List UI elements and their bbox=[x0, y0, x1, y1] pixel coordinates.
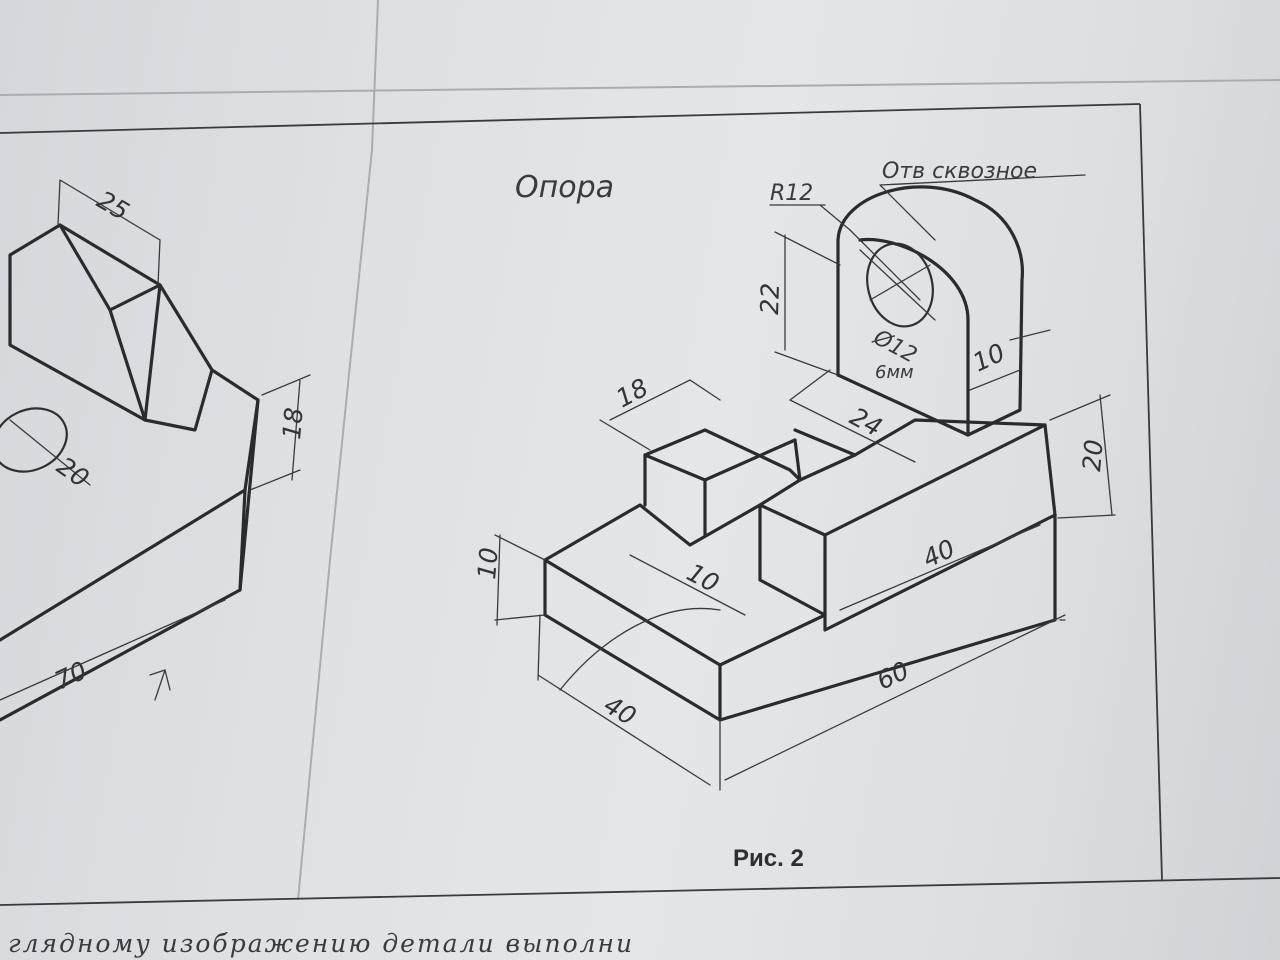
dim-40-bottom: 40 bbox=[599, 690, 641, 731]
slot-cut bbox=[793, 428, 857, 482]
dim-20-lines bbox=[1049, 394, 1116, 519]
left-dim-70-line bbox=[0, 599, 226, 701]
dim-10-slot-line bbox=[629, 554, 746, 616]
dim-r12-leader bbox=[769, 204, 851, 231]
dim-10-lug: 10 bbox=[968, 338, 1009, 378]
left-dim-20-line bbox=[9, 419, 91, 486]
dim-10-slot: 10 bbox=[682, 558, 724, 599]
figure-caption: Рис. 2 bbox=[733, 845, 804, 872]
dim-60-line bbox=[719, 614, 1066, 791]
frame-top-line bbox=[0, 103, 1141, 134]
left-figure: 25 18 20 70 bbox=[0, 179, 311, 722]
dim-22: 22 bbox=[755, 282, 785, 315]
left-base-top bbox=[0, 368, 260, 642]
raised-right-edge bbox=[1043, 423, 1057, 517]
left-base-edge bbox=[238, 488, 247, 592]
lug-hole-centerlines bbox=[849, 229, 936, 321]
pencil-stroke bbox=[559, 607, 721, 691]
hole-note: Отв сквозное bbox=[882, 159, 1037, 184]
dim-18: 18 bbox=[611, 373, 653, 414]
left-prism-inner-edge bbox=[108, 308, 147, 422]
lug-base-edge bbox=[836, 373, 970, 437]
left-dim-18-lines bbox=[249, 374, 311, 491]
dim-60: 60 bbox=[872, 656, 913, 696]
dim-22-lines bbox=[774, 231, 841, 376]
back-top-edge bbox=[853, 418, 1047, 457]
left-dim-25-lines bbox=[57, 179, 161, 286]
radius-note: R12 bbox=[770, 181, 813, 206]
handwritten-note: 6мм bbox=[875, 362, 914, 383]
left-prism-front bbox=[8, 223, 162, 422]
dim-10-left-lines bbox=[494, 534, 546, 626]
dim-40-right-line bbox=[839, 524, 1041, 611]
dim-20: 20 bbox=[1077, 438, 1109, 472]
fold-line-horizontal bbox=[0, 79, 1280, 96]
frame-bottom-line bbox=[0, 877, 1280, 906]
left-dim-18: 18 bbox=[277, 406, 309, 440]
dim-40-bottom-line bbox=[537, 614, 711, 786]
lug-front-arc bbox=[858, 237, 970, 322]
lug-outline bbox=[836, 185, 1024, 437]
left-pencil-arrow bbox=[149, 669, 171, 701]
bottom-text: глядному изображению детали выполни bbox=[8, 929, 634, 958]
dim-24: 24 bbox=[845, 402, 887, 443]
base-top-left-edge bbox=[543, 503, 762, 562]
small-block-front bbox=[643, 453, 707, 537]
dim-10-left: 10 bbox=[472, 546, 504, 580]
small-block-top-back bbox=[703, 438, 797, 482]
lug-hole bbox=[866, 242, 934, 328]
frame-right-line bbox=[1139, 103, 1163, 881]
raised-top-front-edge bbox=[758, 423, 1047, 537]
main-figure bbox=[494, 174, 1116, 791]
hole-note-leader bbox=[879, 174, 1086, 241]
base-front-right-face bbox=[718, 513, 1057, 722]
fold-line-vertical bbox=[297, 0, 379, 901]
slot-top-edge bbox=[758, 478, 802, 507]
left-prism-top-edge bbox=[58, 223, 162, 312]
slot-front-edge bbox=[758, 503, 827, 617]
dim-10-lug-lines bbox=[969, 329, 1051, 391]
left-hole bbox=[0, 407, 68, 473]
figure-title: Опора bbox=[515, 170, 614, 205]
dim-24-lines bbox=[789, 369, 916, 463]
small-block-top bbox=[643, 428, 802, 482]
dim-18-lines bbox=[599, 379, 721, 451]
left-prism-side bbox=[143, 283, 214, 432]
